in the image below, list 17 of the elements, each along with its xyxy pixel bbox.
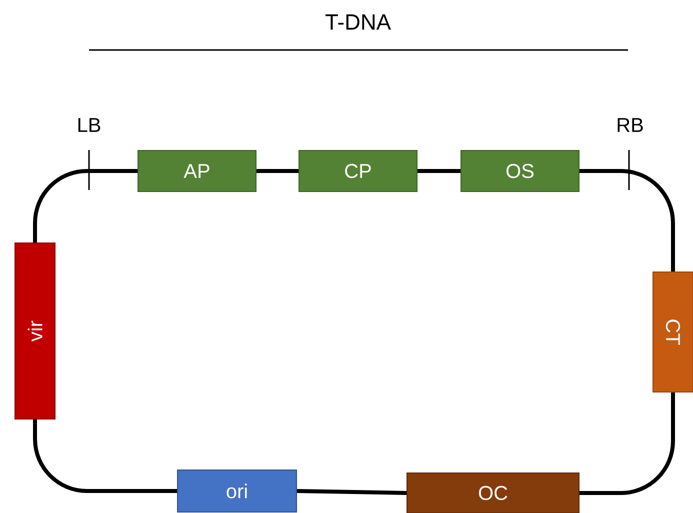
region-label: T-DNA <box>326 14 391 30</box>
gene-box: CT <box>652 272 693 392</box>
backbone-line <box>33 420 177 493</box>
backbone-line <box>418 169 460 173</box>
gene-box: ori <box>177 470 297 512</box>
gene-box: OS <box>460 150 580 192</box>
border-label: RB <box>618 118 643 132</box>
gene-box: vir <box>14 242 56 420</box>
backbone-line <box>580 392 675 495</box>
backbone-line <box>580 169 675 272</box>
backbone-line <box>296 489 407 495</box>
gene-box: CP <box>298 150 418 192</box>
border-label: LB <box>78 118 100 132</box>
gene-box: OC <box>406 472 580 513</box>
gene-box: AP <box>138 150 256 192</box>
backbone-line <box>33 169 138 242</box>
backbone-line <box>256 169 298 173</box>
